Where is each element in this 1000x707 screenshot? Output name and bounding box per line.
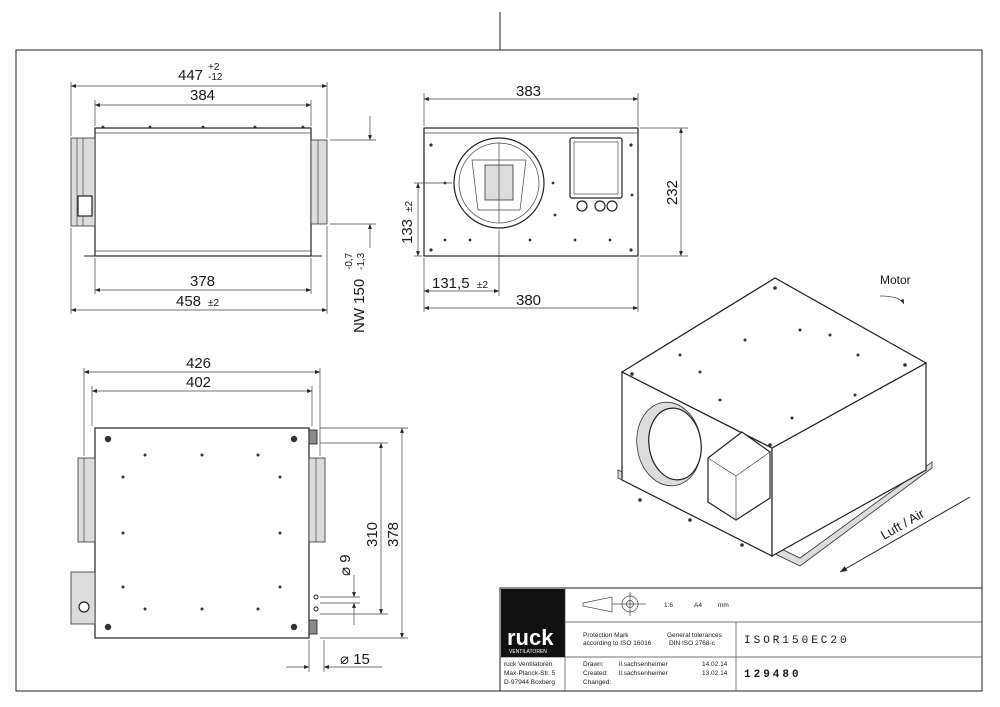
dim-front-overall: 447	[178, 67, 203, 84]
dim-pitch: ⌀ 15	[340, 651, 370, 668]
isometric-view	[617, 277, 971, 573]
dim-front-width: 384	[190, 87, 215, 104]
dim-side-offset-tol: ±2	[477, 280, 488, 291]
drawing-frame	[15, 12, 983, 692]
address-line-1: ruck Ventilatoren	[504, 661, 553, 668]
general-tolerances-line-2: DIN ISO 2768-c	[669, 640, 716, 647]
drawn-date: 14.02.14	[702, 661, 728, 668]
scale: 1:6	[664, 602, 673, 609]
dim-side-width: 383	[516, 83, 541, 100]
dim-side-offset: 131,5	[432, 275, 470, 292]
dim-side-spigot-height-tol: ±2	[404, 201, 415, 212]
dim-top-depth-inner: 310	[364, 522, 381, 547]
protection-mark-line-2: according to ISO 16016	[583, 640, 652, 647]
dim-nominal-tol-bottom: -1,3	[356, 252, 367, 270]
dim-front-overall-tol-minus: -12	[208, 72, 223, 83]
dim-front-overall-tol-plus: +2	[208, 62, 220, 73]
front-dimensions	[70, 82, 376, 314]
created-by: ll.sachsenheimer	[619, 670, 669, 677]
logo: ruck	[507, 625, 554, 650]
motor-label: Motor	[880, 273, 911, 287]
air-direction-label: Luft / Air	[878, 505, 927, 542]
paper-size: A4	[694, 602, 702, 609]
dim-front-base: 378	[190, 273, 215, 290]
general-tolerances-line-1: General tolerances	[667, 632, 723, 639]
front-view	[70, 125, 328, 257]
drawing-number: 129480	[744, 669, 802, 681]
dim-hole: ⌀ 9	[337, 554, 354, 576]
dim-side-base: 380	[516, 292, 541, 309]
dim-side-height: 232	[664, 180, 681, 205]
created-label: Created:	[583, 670, 608, 677]
drawn-by: ll.sachsenheimer	[619, 661, 669, 668]
dim-front-total: 458	[176, 293, 201, 310]
side-dimensions	[414, 93, 688, 312]
address-line-2: Max-Planck-Str. 5	[504, 670, 556, 677]
product-code: ISOR150EC20	[744, 635, 850, 647]
side-view	[423, 127, 639, 257]
top-dimensions	[83, 368, 408, 672]
title-block	[499, 587, 983, 692]
dim-side-spigot-height: 133	[399, 219, 416, 244]
created-date: 13.02.14	[702, 670, 728, 677]
dim-nominal-tol-top: -0,7	[344, 252, 355, 270]
dim-front-total-tol: ±2	[208, 298, 219, 309]
drawn-label: Drawn:	[583, 661, 604, 668]
dim-top-depth-outer: 378	[385, 522, 402, 547]
changed-label: Changed:	[583, 679, 611, 686]
address-line-3: D-97944 Boxberg	[504, 679, 555, 686]
protection-mark-line-1: Protection Mark	[583, 632, 629, 639]
logo-subtitle: VENTILATOREN	[509, 649, 547, 655]
top-view	[70, 427, 326, 639]
dim-top-overall: 426	[186, 355, 211, 372]
dim-top-inner: 402	[186, 374, 211, 391]
unit: mm	[718, 602, 729, 609]
dim-nominal: NW 150	[351, 279, 368, 333]
